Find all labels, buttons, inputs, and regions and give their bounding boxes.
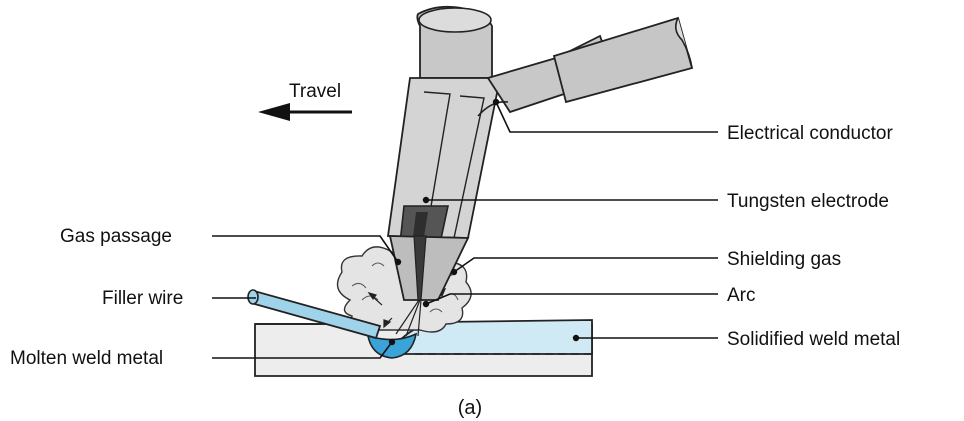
label-solidified-weld-metal: Solidified weld metal: [727, 329, 900, 350]
figure-caption: (a): [458, 397, 482, 419]
arc: [395, 299, 422, 337]
label-arc: Arc: [727, 285, 756, 306]
welding-torch: [386, 5, 694, 301]
right-labels: Electrical conductor Tungsten electrode …: [422, 98, 900, 350]
left-labels: Gas passage Filler wire Molten weld meta…: [10, 226, 402, 369]
label-tungsten-electrode: Tungsten electrode: [727, 191, 889, 212]
travel-arrow: [258, 103, 352, 121]
label-molten-weld-metal: Molten weld metal: [10, 348, 163, 369]
label-shielding-gas: Shielding gas: [727, 249, 841, 270]
label-electrical-conductor: Electrical conductor: [727, 123, 893, 144]
filler-wire: [247, 289, 382, 340]
label-filler-wire: Filler wire: [102, 288, 183, 309]
travel-label: Travel: [289, 81, 341, 102]
label-gas-passage: Gas passage: [60, 226, 172, 247]
